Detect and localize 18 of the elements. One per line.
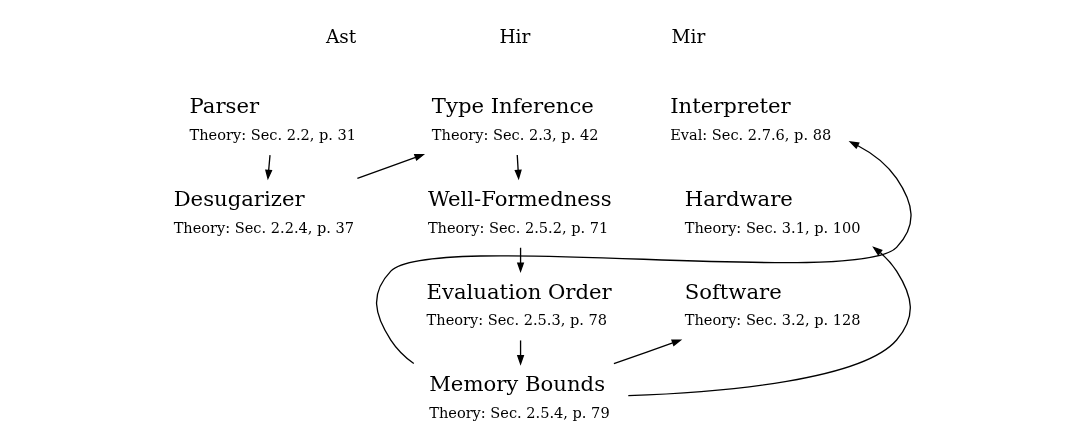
label: Mir — [671, 25, 706, 47]
node-text: Software Theory: Sec. 3.2, p. 128 — [684, 278, 861, 328]
arrow — [613, 338, 683, 364]
arrow — [627, 245, 911, 396]
node-text: Type Inference Theory: Sec. 2.3, p. 42 — [431, 92, 599, 143]
node-text: Memory Bounds Theory: Sec. 2.5.4, p. 79 — [429, 370, 610, 421]
node-text: Hardware Theory: Sec. 3.1, p. 100 — [684, 185, 861, 235]
node-text: Desugarizer Theory: Sec. 2.2.4, p. 37 — [173, 185, 355, 235]
node-text: Evaluation Order Theory: Sec. 2.5.3, p. 78 — [426, 278, 612, 328]
arrow — [356, 153, 426, 179]
arrow — [514, 153, 522, 180]
label: Ast — [325, 25, 357, 47]
node-text: Well-Formedness Theory: Sec. 2.5.2, p. 71 — [427, 185, 612, 235]
node-text: Parser Theory: Sec. 2.2, p. 31 — [189, 92, 357, 143]
node-text: Interpreter Eval: Sec. 2.7.6, p. 88 — [670, 92, 832, 143]
arrow — [265, 153, 273, 180]
label: Hir — [499, 25, 531, 47]
arrow — [375, 140, 912, 364]
